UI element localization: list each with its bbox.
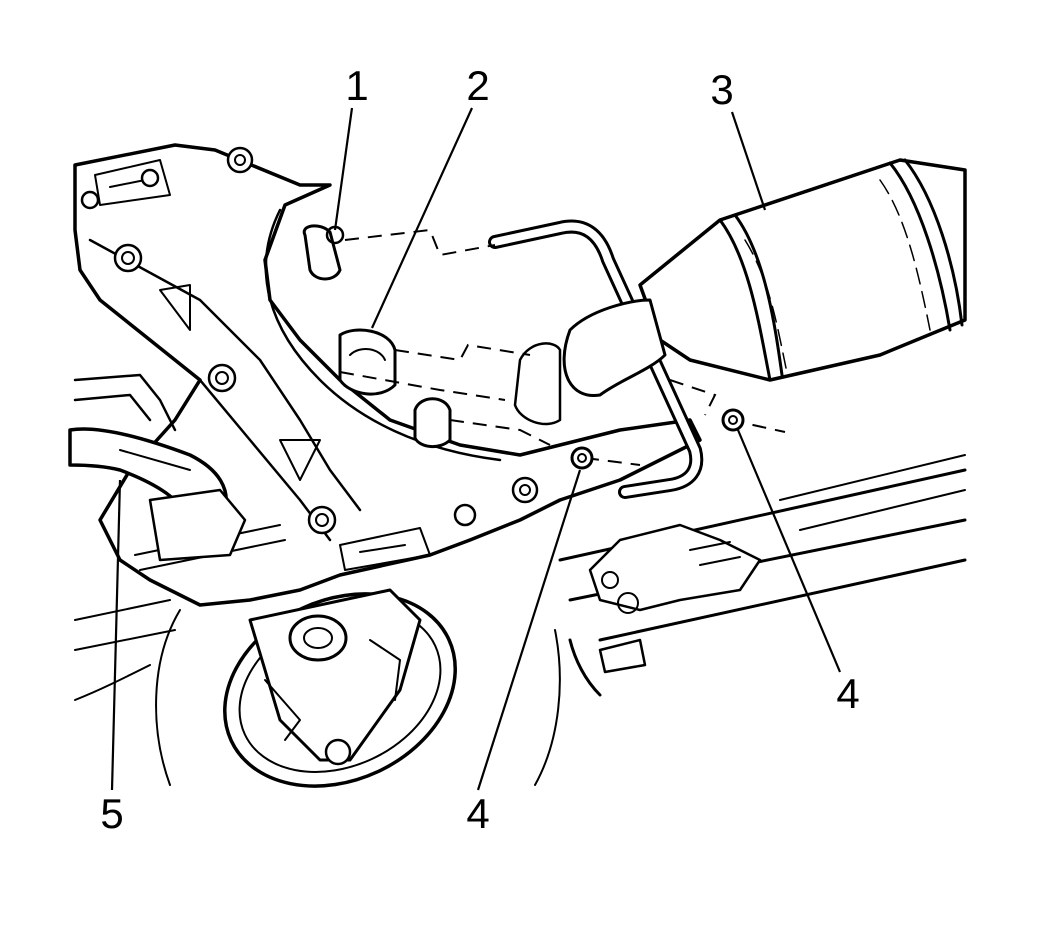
exhaust-hanger-insulators [302, 224, 452, 448]
callout-5: 5 [100, 790, 123, 837]
callout-3: 3 [710, 66, 733, 113]
subframe-bolts [80, 146, 539, 535]
exhaust-hanger-rod [488, 219, 704, 499]
callout-1: 1 [345, 62, 368, 109]
callout-labels: 1 2 3 4 4 5 [100, 62, 859, 837]
tire-outline [74, 599, 561, 786]
nuts [570, 408, 745, 470]
brake-assembly [223, 588, 457, 788]
exhaust-pipe [68, 373, 247, 562]
catalytic-converter [513, 158, 967, 426]
callout-2: 2 [466, 62, 489, 109]
callout-4-left: 4 [466, 790, 489, 837]
chassis-rail [558, 454, 967, 697]
callout-leaders [110, 107, 842, 791]
callout-4-right: 4 [836, 670, 859, 717]
